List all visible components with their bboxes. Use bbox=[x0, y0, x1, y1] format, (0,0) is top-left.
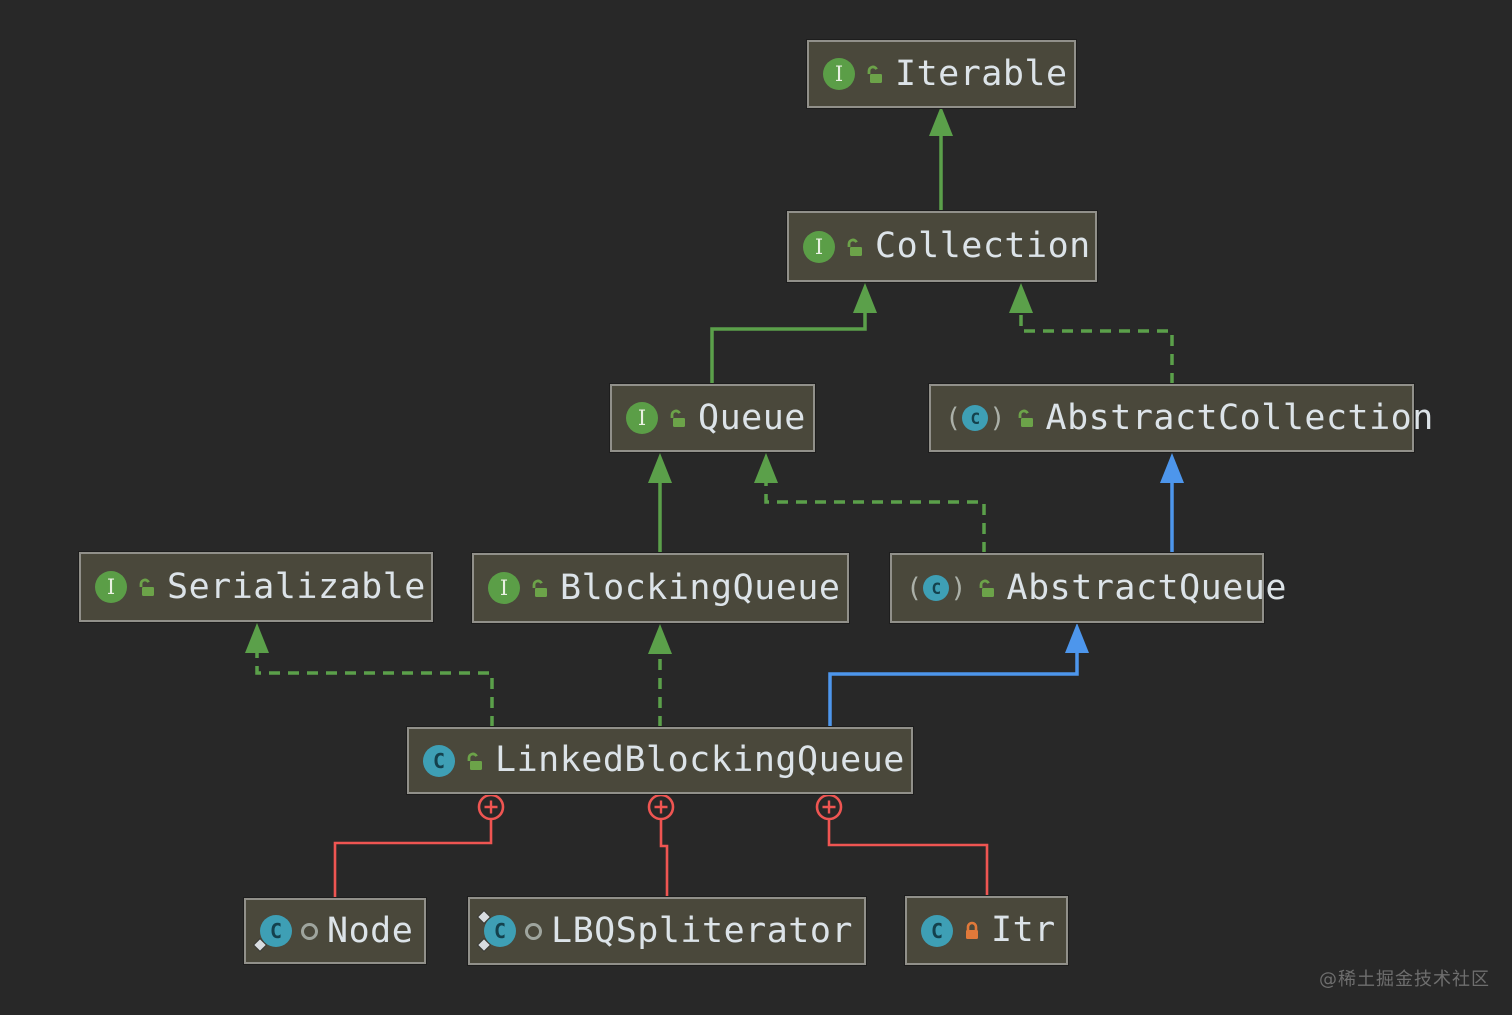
public-open-lock-icon bbox=[847, 238, 862, 256]
private-closed-lock-icon bbox=[966, 921, 978, 939]
edge-queue-extends-collection bbox=[710, 283, 877, 384]
edge-lbq-innerclass-itr bbox=[827, 819, 989, 895]
public-open-lock-icon bbox=[139, 578, 154, 596]
static-diamond-icon bbox=[478, 911, 490, 923]
edge-collection-extends-iterable bbox=[929, 106, 953, 211]
edge-lbq-innerclass-node bbox=[333, 819, 493, 897]
package-private-ring-icon bbox=[525, 922, 542, 940]
interface-icon: I bbox=[626, 402, 658, 434]
inner-class-expand-icon[interactable] bbox=[647, 793, 675, 821]
public-open-lock-icon bbox=[979, 579, 994, 597]
interface-icon: I bbox=[803, 230, 835, 263]
class-node-lbqspliterator[interactable]: C LBQSpliterator bbox=[468, 897, 866, 965]
class-node-linkedblockingqueue[interactable]: C LinkedBlockingQueue bbox=[407, 727, 913, 794]
class-node-iterable[interactable]: I Iterable bbox=[807, 40, 1076, 108]
interface-icon: I bbox=[488, 572, 520, 604]
public-open-lock-icon bbox=[1018, 409, 1033, 427]
class-name-label: Serializable bbox=[167, 566, 426, 607]
inner-class-expand-icon[interactable] bbox=[477, 793, 505, 821]
edge-lbq-extends-abstractqueue bbox=[828, 623, 1089, 727]
interface-icon: I bbox=[823, 58, 855, 90]
class-node-blockingqueue[interactable]: I BlockingQueue bbox=[472, 553, 849, 623]
static-diamond-icon bbox=[254, 939, 266, 951]
edge-lbq-implements-blockingqueue bbox=[648, 624, 672, 727]
abstract-class-icon: ( C ) bbox=[945, 402, 1006, 434]
class-name-label: Queue bbox=[698, 397, 806, 438]
abstract-class-icon: ( C ) bbox=[906, 572, 967, 604]
class-node-queue[interactable]: I Queue bbox=[610, 384, 815, 452]
public-open-lock-icon bbox=[670, 409, 685, 427]
class-node-abstractcollection[interactable]: ( C ) AbstractCollection bbox=[929, 384, 1433, 452]
public-open-lock-icon bbox=[532, 579, 547, 597]
edge-blockingqueue-extends-queue bbox=[648, 453, 672, 553]
static-class-icon: C bbox=[478, 911, 516, 951]
class-name-label: LBQSpliterator bbox=[551, 910, 854, 951]
class-name-label: BlockingQueue bbox=[560, 567, 841, 608]
class-node-abstractqueue[interactable]: ( C ) AbstractQueue bbox=[890, 553, 1286, 623]
static-class-icon: C bbox=[254, 915, 292, 951]
class-icon: C bbox=[921, 914, 953, 947]
class-node-serializable[interactable]: I Serializable bbox=[79, 552, 433, 622]
edge-lbq-implements-serializable bbox=[245, 623, 494, 727]
interface-icon: I bbox=[95, 571, 127, 603]
class-name-label: Iterable bbox=[895, 53, 1068, 94]
edge-abstractqueue-implements-queue bbox=[754, 453, 986, 553]
class-node-itr[interactable]: C Itr bbox=[905, 896, 1068, 965]
public-open-lock-icon bbox=[467, 752, 482, 770]
class-icon: C bbox=[423, 744, 455, 777]
class-node-collection[interactable]: I Collection bbox=[787, 211, 1097, 282]
public-open-lock-icon bbox=[867, 65, 882, 83]
edge-lbq-innerclass-lbqspliterator bbox=[659, 819, 669, 896]
package-private-ring-icon bbox=[301, 922, 318, 940]
edge-abstractcollection-implements-collection bbox=[1009, 283, 1174, 384]
final-diamond-icon bbox=[478, 939, 490, 951]
class-name-label: Node bbox=[327, 910, 414, 951]
class-name-label: AbstractCollection bbox=[1045, 397, 1434, 438]
class-name-label: AbstractQueue bbox=[1006, 567, 1287, 608]
watermark-text: @稀土掘金技术社区 bbox=[1319, 969, 1490, 990]
class-node-node[interactable]: C Node bbox=[244, 898, 426, 964]
class-name-label: Collection bbox=[875, 226, 1091, 266]
class-name-label: LinkedBlockingQueue bbox=[495, 740, 905, 780]
class-name-label: Itr bbox=[991, 910, 1056, 950]
inner-class-expand-icon[interactable] bbox=[815, 793, 843, 821]
edge-abstractqueue-extends-abstractcollection bbox=[1160, 453, 1184, 553]
